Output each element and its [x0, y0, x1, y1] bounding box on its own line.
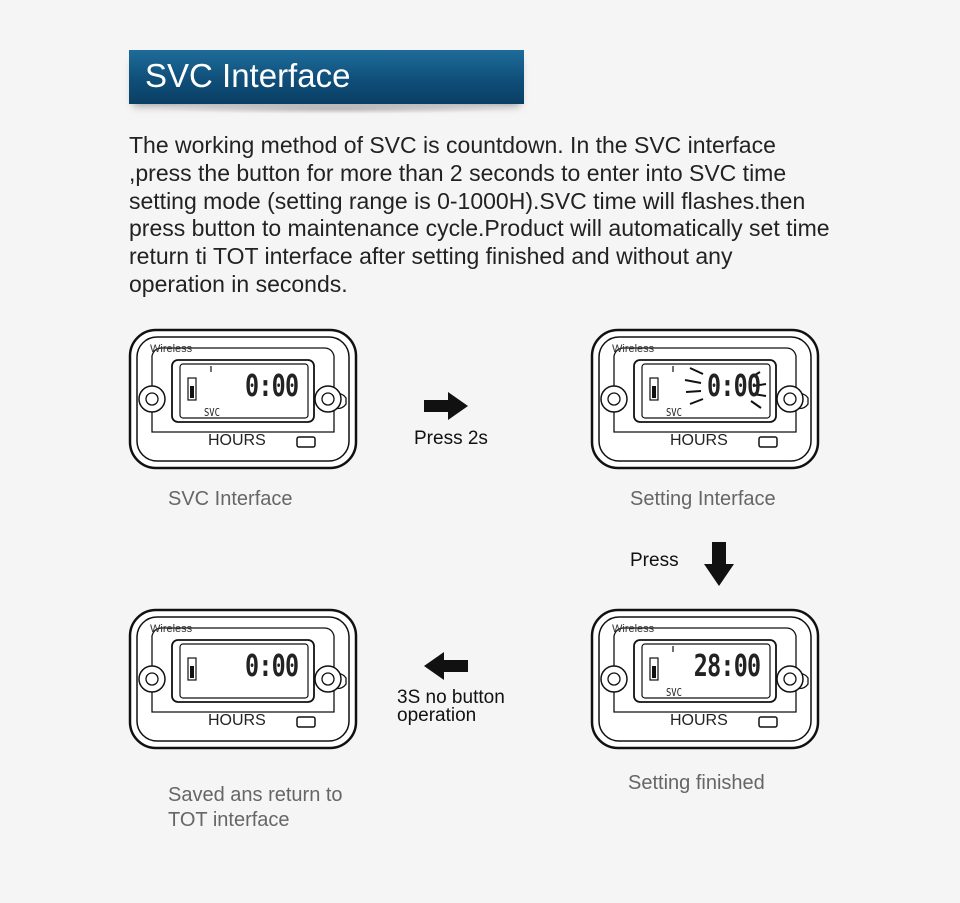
caption-svc-interface: SVC Interface [168, 488, 293, 510]
lcd-time-readout: 28:00 [693, 649, 760, 684]
intro-line: ,press the button for more than 2 second… [129, 159, 787, 186]
intro-line: setting mode (setting range is 0-1000H).… [129, 187, 806, 214]
meter-body-icon [128, 328, 358, 470]
intro-line: operation in seconds. [129, 270, 348, 297]
flash-rays-icon [684, 367, 767, 409]
wireless-label: Wireless [150, 623, 193, 635]
section-banner: SVC Interface [129, 50, 524, 104]
hour-meter-svc: Wireless 0:00 SVC HOURS [128, 328, 358, 470]
hours-label: HOURS [208, 432, 266, 449]
hours-label: HOURS [208, 712, 266, 729]
caption-saved-line-2: TOT interface [168, 809, 290, 831]
intro-line: The working method of SVC is countdown. … [129, 132, 776, 158]
banner-shadow [150, 104, 520, 114]
section-title: SVC Interface [145, 57, 351, 94]
intro-line: press button to maintenance cycle.Produc… [129, 215, 830, 242]
lcd-time-readout: 0:00 [706, 369, 761, 404]
step-label-press-2s: Press 2s [414, 428, 488, 449]
intro-paragraph: The working method of SVC is countdown. … [129, 132, 899, 299]
wireless-label: Wireless [612, 343, 655, 355]
arrow-left-icon [424, 652, 468, 680]
hour-meter-setting: Wireless 0:00 SVC HOURS [590, 328, 820, 470]
lcd-svc-label: SVC [666, 686, 682, 699]
lcd-svc-label: SVC [204, 406, 220, 419]
lcd-svc-label: SVC [666, 406, 682, 419]
hour-meter-finished: Wireless 28:00 SVC HOURS [590, 608, 820, 750]
wireless-label: Wireless [612, 623, 655, 635]
meter-body-icon [590, 608, 820, 750]
caption-saved-line-1: Saved ans return to [168, 784, 343, 806]
arrow-right-icon [424, 392, 468, 420]
meter-body-icon [590, 328, 820, 470]
wireless-label: Wireless [150, 343, 193, 355]
hour-meter-saved: Wireless 0:00 HOURS [128, 608, 358, 750]
intro-line: return ti TOT interface after setting fi… [129, 243, 733, 270]
step-label-no-button-line-1: 3S no button [397, 687, 505, 708]
hours-label: HOURS [670, 712, 728, 729]
lcd-time-readout: 0:00 [244, 369, 299, 404]
caption-setting-finished: Setting finished [628, 772, 765, 794]
hours-label: HOURS [670, 432, 728, 449]
step-label-no-button-line-2: operation [397, 705, 477, 726]
caption-setting-interface: Setting Interface [630, 488, 776, 510]
step-label-press: Press [630, 550, 679, 571]
lcd-time-readout: 0:00 [244, 649, 299, 684]
meter-body-icon [128, 608, 358, 750]
arrow-down-icon [704, 542, 734, 586]
